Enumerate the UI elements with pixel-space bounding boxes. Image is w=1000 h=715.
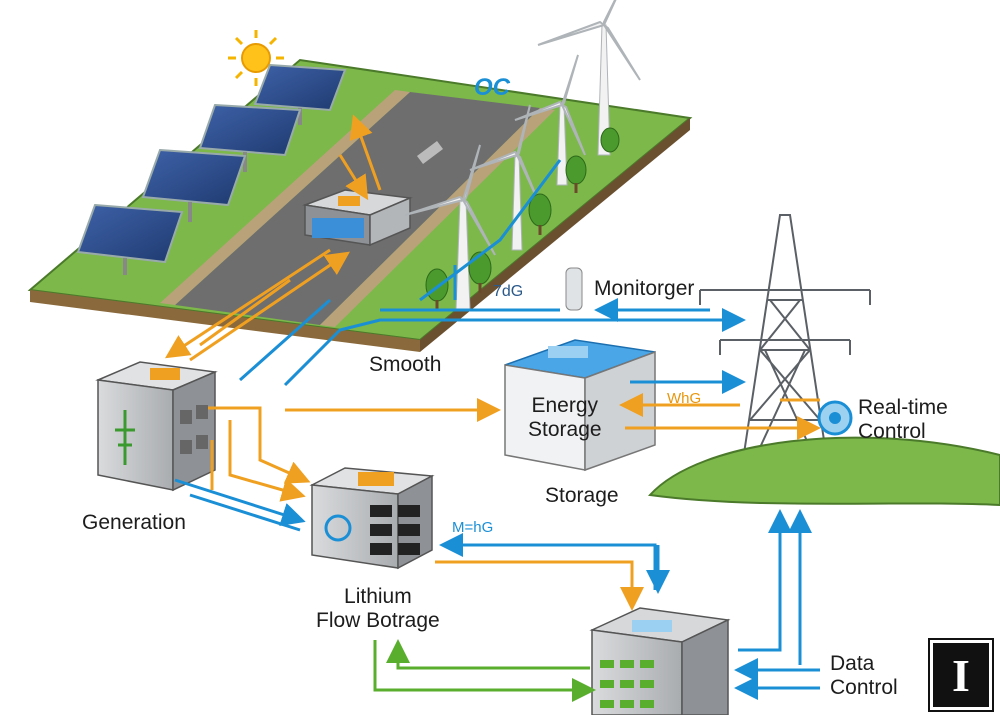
solar-panel-icon xyxy=(76,63,347,275)
battery-icon xyxy=(309,467,435,570)
data-control-label: Data Control xyxy=(830,652,898,699)
mhg-label: M=hG xyxy=(452,519,494,536)
sun-icon xyxy=(228,30,284,86)
green-flows xyxy=(373,639,596,702)
oc-label: OC xyxy=(474,74,510,101)
badge-letter: I xyxy=(952,649,970,701)
hill xyxy=(647,436,1000,507)
road-arrow-icon xyxy=(417,141,443,164)
corner-badge: I xyxy=(928,638,994,712)
energy-storage-label: Energy Storage xyxy=(528,394,602,441)
orange-flows xyxy=(164,114,821,611)
monitor-sensor-icon xyxy=(565,267,583,311)
road-code-label: 7dG xyxy=(493,283,524,300)
blue-flows xyxy=(174,159,820,700)
tree-icon xyxy=(425,127,620,310)
generation-label: Generation xyxy=(82,511,186,534)
monitor-label: Monitorger xyxy=(594,277,695,300)
gauge-icon xyxy=(817,400,853,436)
wind-turbine-icon xyxy=(404,0,641,311)
storage-label: Storage xyxy=(545,484,619,507)
substation-unit xyxy=(302,189,413,247)
whg-label: WhG xyxy=(667,390,702,407)
server-rack-icon xyxy=(589,607,731,715)
lithium-flow-storage-label: Lithium Flow Botrage xyxy=(316,585,440,632)
realtime-control-label: Real-time Control xyxy=(858,396,948,443)
generation-unit xyxy=(95,361,218,492)
smooth-label: Smooth xyxy=(369,353,442,376)
